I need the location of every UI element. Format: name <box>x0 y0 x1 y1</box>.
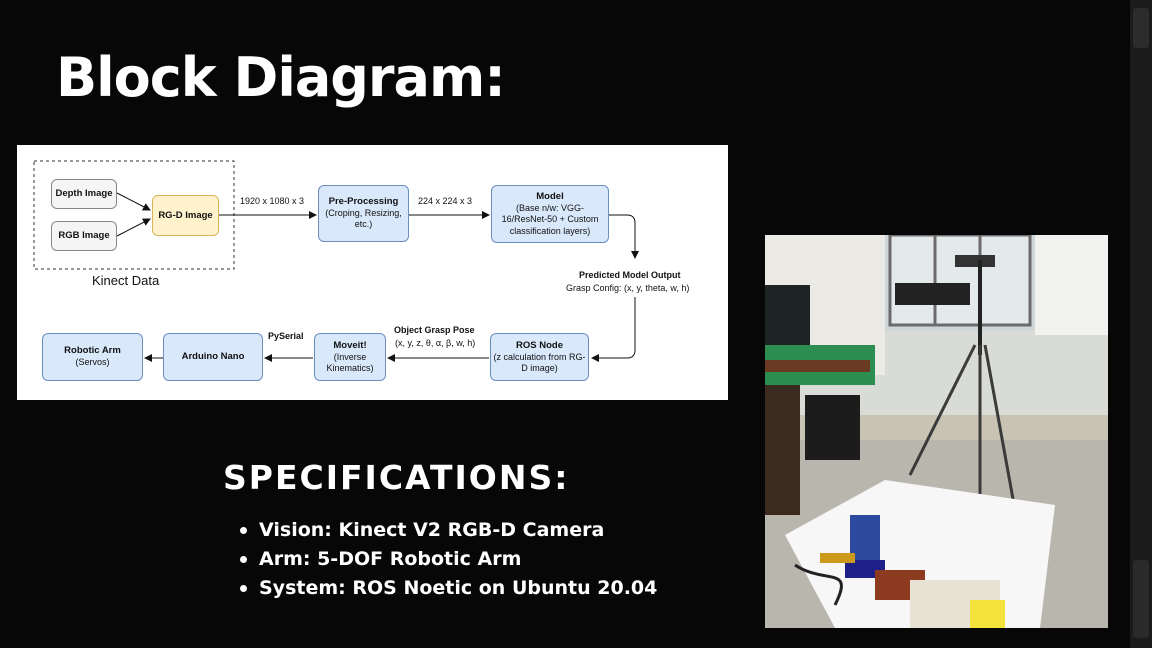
model-box: Model(Base n/w: VGG-16/ResNet-50 + Custo… <box>491 185 609 243</box>
arrow-rgb-to-rgd <box>116 218 151 237</box>
robotic-arm-box: Robotic Arm(Servos) <box>42 333 143 381</box>
scrollbar-thumb-lower[interactable] <box>1133 560 1149 638</box>
arrow-model-to-pred <box>609 214 639 259</box>
spec-item: Vision: Kinect V2 RGB-D Camera <box>240 516 657 545</box>
arrow-depth-to-rgd <box>116 192 151 211</box>
predicted-output-title: Predicted Model Output <box>579 270 681 280</box>
predicted-output-sub: Grasp Config: (x, y, theta, w, h) <box>566 283 690 293</box>
kinect-data-label: Kinect Data <box>92 273 160 288</box>
rgb-image-box: RGB Image <box>51 221 117 251</box>
depth-image-box: Depth Image <box>51 179 117 209</box>
ros-node-box: ROS Node(z calculation from RG-D image) <box>490 333 589 381</box>
block-diagram: Depth Image RGB Image RG-D Image Kinect … <box>17 145 728 400</box>
scrollbar[interactable] <box>1130 0 1152 648</box>
spec-item: Arm: 5-DOF Robotic Arm <box>240 545 657 574</box>
pyserial-label: PySerial <box>268 331 304 341</box>
bullet-icon <box>240 585 247 592</box>
specifications-list: Vision: Kinect V2 RGB-D Camera Arm: 5-DO… <box>240 516 657 603</box>
preprocessing-box: Pre-Processing(Croping, Resizing, etc.) <box>318 185 409 242</box>
grasp-pose-sub: (x, y, z, θ, α, β, w, h) <box>395 338 476 348</box>
arrow-pred-to-ros <box>591 297 636 362</box>
moveit-box: Moveit!(Inverse Kinematics) <box>314 333 386 381</box>
diagram-connectors <box>33 160 639 362</box>
dim-label-2: 224 x 224 x 3 <box>418 196 473 206</box>
dim-label-1: 1920 x 1080 x 3 <box>240 196 305 206</box>
scrollbar-thumb[interactable] <box>1133 8 1149 48</box>
specifications-heading: SPECIFICATIONS: <box>223 458 570 497</box>
spec-item: System: ROS Noetic on Ubuntu 20.04 <box>240 574 657 603</box>
page-title: Block Diagram: <box>56 46 506 109</box>
photo-illustration <box>765 235 1108 628</box>
robot-setup-photo <box>765 235 1108 628</box>
grasp-pose-title: Object Grasp Pose <box>394 325 475 335</box>
arduino-nano-box: Arduino Nano <box>163 333 263 381</box>
bullet-icon <box>240 527 247 534</box>
rgd-image-box: RG-D Image <box>152 195 219 236</box>
bullet-icon <box>240 556 247 563</box>
